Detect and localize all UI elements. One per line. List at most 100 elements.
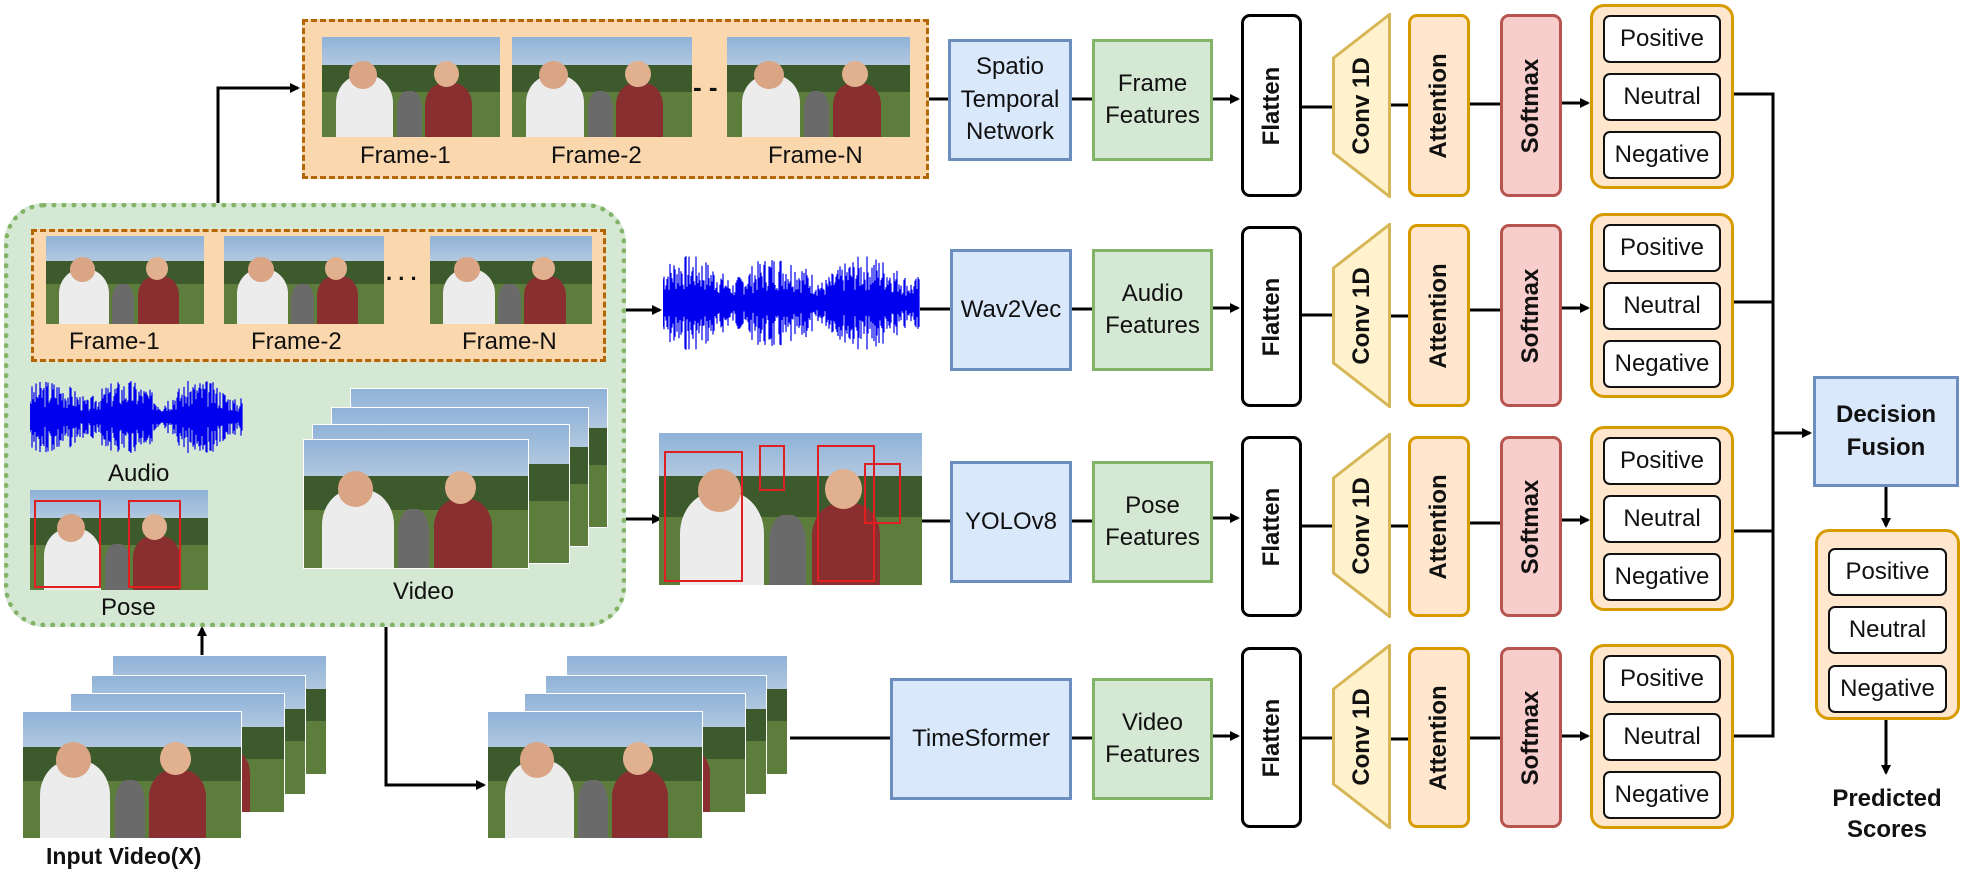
- pose-features-box: Pose Features: [1092, 461, 1213, 583]
- attention-label-3: Attention: [1424, 473, 1452, 580]
- small-frame-n: [430, 236, 592, 324]
- audio-waveform: [29, 377, 243, 457]
- attention-box-1: Attention: [1408, 14, 1470, 197]
- audio-waveform-large: [662, 253, 920, 353]
- audio-waveform-svg: [29, 381, 243, 453]
- small-frame-ellipsis: . . .: [386, 260, 417, 285]
- conv1d-shape-1: [1332, 11, 1391, 200]
- frame-n-label: Frame-N: [768, 142, 863, 169]
- conv1d-box-4: Conv 1D: [1332, 642, 1391, 831]
- output-neutral-4: Neutral: [1603, 713, 1721, 761]
- output-neutral-2: Neutral: [1603, 282, 1721, 330]
- video-features-box: Video Features: [1092, 678, 1213, 800]
- attention-label-4: Attention: [1424, 684, 1452, 791]
- attention-box-2: Attention: [1408, 224, 1470, 407]
- yolov8-box: YOLOv8: [950, 461, 1072, 583]
- detection-box-1: [664, 451, 744, 582]
- conv1d-label-3: Conv 1D: [1347, 476, 1375, 575]
- input-stack-front: [22, 711, 242, 839]
- softmax-label-4: Softmax: [1516, 690, 1544, 785]
- output-group-2: Positive Neutral Negative: [1590, 213, 1734, 398]
- fused-output-group: Positive Neutral Negative: [1815, 529, 1960, 720]
- frame-image-1: [322, 37, 500, 137]
- video-label: Video: [393, 578, 454, 605]
- output-negative-2: Negative: [1603, 340, 1721, 388]
- output-negative-4: Negative: [1603, 771, 1721, 819]
- flatten-label-1: Flatten: [1257, 66, 1285, 145]
- output-group-3: Positive Neutral Negative: [1590, 426, 1734, 611]
- flatten-box-1: Flatten: [1241, 14, 1302, 197]
- input-video-label: Input Video(X): [46, 843, 202, 869]
- frame-2-label: Frame-2: [551, 142, 642, 169]
- wav2vec-box: Wav2Vec: [950, 249, 1072, 371]
- frame-1-label: Frame-1: [360, 142, 451, 169]
- small-frame-2-label: Frame-2: [251, 328, 342, 355]
- softmax-label-3: Softmax: [1516, 479, 1544, 574]
- output-positive-4: Positive: [1603, 655, 1721, 703]
- frame-features-box: Frame Features: [1092, 39, 1213, 161]
- pose-label: Pose: [101, 594, 156, 621]
- pose-detection-image: [659, 433, 922, 585]
- output-group-1: Positive Neutral Negative: [1590, 4, 1734, 189]
- softmax-box-3: Softmax: [1500, 436, 1562, 617]
- output-group-4: Positive Neutral Negative: [1590, 644, 1734, 829]
- attention-label-2: Attention: [1424, 262, 1452, 369]
- timesformer-box: TimeSformer: [890, 678, 1072, 800]
- fused-negative: Negative: [1828, 665, 1947, 713]
- small-frame-1: [46, 236, 204, 324]
- output-positive-2: Positive: [1603, 224, 1721, 272]
- softmax-label-1: Softmax: [1516, 58, 1544, 153]
- output-positive-3: Positive: [1603, 437, 1721, 485]
- conv1d-label-1: Conv 1D: [1347, 56, 1375, 155]
- small-frame-2: [224, 236, 384, 324]
- output-neutral-1: Neutral: [1603, 73, 1721, 121]
- conv1d-box-1: Conv 1D: [1332, 11, 1391, 200]
- flatten-box-2: Flatten: [1241, 226, 1302, 407]
- conv1d-shape-2: [1332, 221, 1391, 410]
- flatten-label-2: Flatten: [1257, 277, 1285, 356]
- softmax-box-2: Softmax: [1500, 224, 1562, 407]
- conv1d-box-2: Conv 1D: [1332, 221, 1391, 410]
- video-stack-front: [303, 439, 529, 569]
- attention-box-3: Attention: [1408, 436, 1470, 617]
- audio-waveform-large-svg: [662, 256, 920, 350]
- softmax-label-2: Softmax: [1516, 268, 1544, 363]
- detection-box-4: [864, 463, 901, 525]
- flatten-box-4: Flatten: [1241, 647, 1302, 828]
- flatten-label-3: Flatten: [1257, 487, 1285, 566]
- predicted-scores-label: Predicted Scores: [1832, 785, 1942, 844]
- detection-box-2: [758, 445, 786, 491]
- flatten-box-3: Flatten: [1241, 436, 1302, 617]
- detection-box-3: [816, 445, 875, 582]
- conv1d-label-4: Conv 1D: [1347, 687, 1375, 786]
- output-positive-1: Positive: [1603, 15, 1721, 63]
- attention-label-1: Attention: [1424, 52, 1452, 159]
- audio-features-box: Audio Features: [1092, 249, 1213, 371]
- frame-image-2: [512, 37, 692, 137]
- spatio-temporal-network-box: Spatio Temporal Network: [948, 39, 1072, 161]
- frame-ellipsis: - -: [693, 72, 718, 102]
- output-negative-3: Negative: [1603, 553, 1721, 601]
- conv1d-box-3: Conv 1D: [1332, 431, 1391, 620]
- conv1d-shape-4: [1332, 642, 1391, 831]
- fused-positive: Positive: [1828, 548, 1947, 596]
- output-neutral-3: Neutral: [1603, 495, 1721, 543]
- pose-box-2: [127, 500, 182, 588]
- flatten-label-4: Flatten: [1257, 698, 1285, 777]
- conv1d-label-2: Conv 1D: [1347, 266, 1375, 365]
- softmax-box-4: Softmax: [1500, 647, 1562, 828]
- fused-neutral: Neutral: [1828, 606, 1947, 654]
- conv1d-shape-3: [1332, 431, 1391, 620]
- video-out-front: [487, 711, 703, 839]
- attention-box-4: Attention: [1408, 647, 1470, 828]
- audio-label: Audio: [108, 460, 170, 487]
- frame-image-n: [727, 37, 910, 137]
- decision-fusion-box: Decision Fusion: [1813, 376, 1959, 487]
- small-frame-n-label: Frame-N: [462, 328, 557, 355]
- small-frame-1-label: Frame-1: [69, 328, 160, 355]
- softmax-box-1: Softmax: [1500, 14, 1562, 197]
- output-negative-1: Negative: [1603, 131, 1721, 179]
- pose-box-1: [33, 500, 102, 588]
